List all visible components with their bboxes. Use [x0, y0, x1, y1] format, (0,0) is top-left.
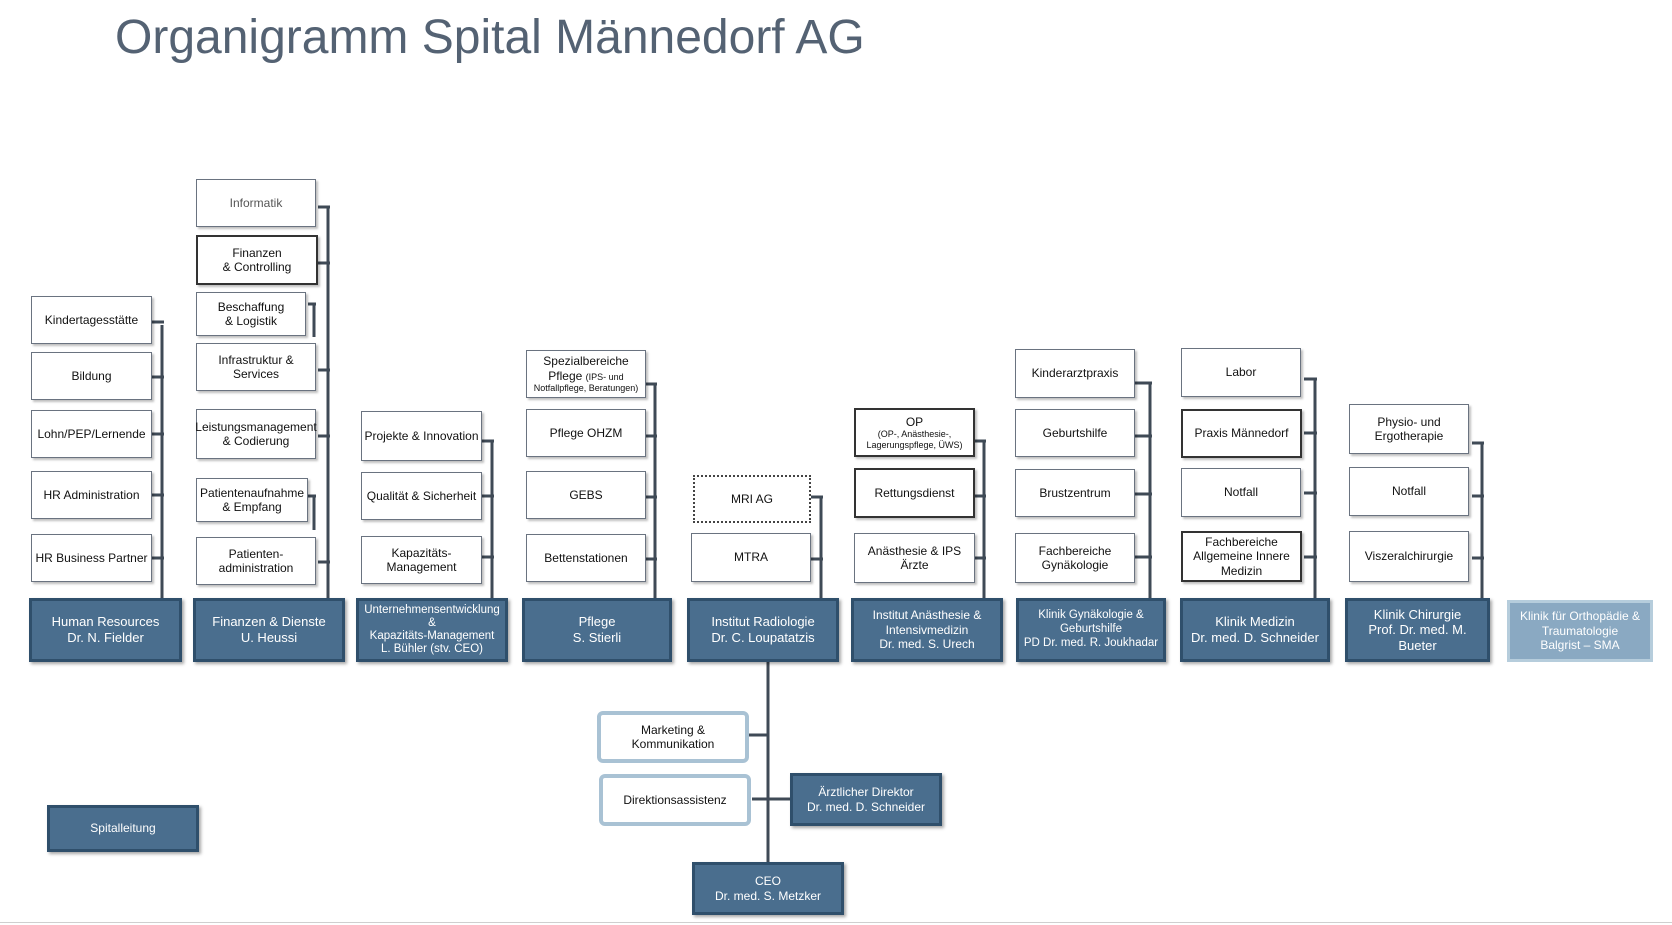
org-box-pflege-ohzm: Pflege OHZM	[526, 409, 646, 457]
org-box-kindertagesstaette: Kindertagesstätte	[31, 296, 152, 344]
org-box-kinderarztpraxis: Kinderarztpraxis	[1015, 349, 1135, 398]
org-box-direktionsassistenz: Direktionsassistenz	[599, 774, 751, 826]
org-box-op: OP (OP-, Anästhesie-, Lagerungspflege, Ü…	[854, 408, 975, 457]
dept-unternehmensentwicklung: Unternehmensentwicklung&Kapazitäts-Manag…	[356, 598, 508, 662]
org-box-leistungsmanagement: Leistungsmanagement& Codierung	[195, 409, 317, 459]
org-box-beschaffung: Beschaffung& Logistik	[196, 292, 306, 336]
org-box-mtra: MTRA	[691, 533, 811, 582]
org-box-rettungsdienst: Rettungsdienst	[854, 468, 975, 518]
org-box-viszeralchirurgie: Viszeralchirurgie	[1349, 531, 1469, 582]
org-box-praxis-maennedorf: Praxis Männedorf	[1181, 409, 1302, 458]
org-box-labor: Labor	[1181, 348, 1301, 397]
page-title: Organigramm Spital Männedorf AG	[115, 11, 865, 64]
page-divider	[0, 922, 1672, 923]
org-box-qualitaet-sicherheit: Qualität & Sicherheit	[361, 472, 482, 520]
org-box-informatik: Informatik	[196, 179, 316, 227]
org-box-patientenaufnahme: Patientenaufnahme& Empfang	[196, 478, 308, 522]
org-box-brustzentrum: Brustzentrum	[1015, 469, 1135, 517]
org-box-geburtshilfe: Geburtshilfe	[1015, 409, 1135, 457]
org-box-projekte-innovation: Projekte & Innovation	[361, 411, 482, 461]
org-box-gebs: GEBS	[526, 471, 646, 519]
org-box-notfall-chirurgie: Notfall	[1349, 467, 1469, 516]
org-box-spezialbereiche-pflege: Spezialbereiche Pflege (IPS- und Notfall…	[526, 350, 646, 398]
org-box-hr-administration: HR Administration	[31, 471, 152, 519]
org-box-mri-ag: MRI AG	[693, 475, 811, 523]
org-box-lohn: Lohn/PEP/Lernende	[31, 410, 152, 458]
org-box-hr-business-partner: HR Business Partner	[31, 534, 152, 582]
org-box-infrastruktur: Infrastruktur &Services	[196, 343, 316, 391]
dept-spitalleitung: Spitalleitung	[47, 805, 199, 852]
org-box-bettenstationen: Bettenstationen	[526, 534, 646, 582]
org-box-patientenadministration: Patienten-administration	[196, 537, 316, 585]
org-box-notfall-medizin: Notfall	[1181, 468, 1301, 517]
org-box-kapazitaets-management: Kapazitäts-Management	[361, 536, 482, 584]
org-box-finanzen-controlling: Finanzen& Controlling	[196, 235, 318, 285]
org-box-bildung: Bildung	[31, 352, 152, 400]
org-box-marketing-kommunikation: Marketing &Kommunikation	[597, 711, 749, 763]
